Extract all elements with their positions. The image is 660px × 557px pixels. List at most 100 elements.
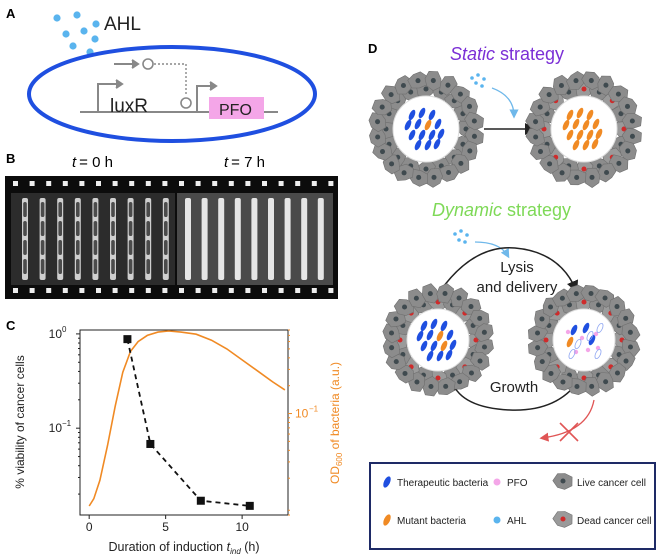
sprocket-hole xyxy=(146,181,151,186)
cell-nucleus xyxy=(416,175,421,180)
sprocket-hole xyxy=(212,181,217,186)
cell-nucleus xyxy=(589,384,594,389)
legend-live: Live cancer cell xyxy=(577,478,646,489)
cell-nucleus xyxy=(548,371,553,376)
cell-nucleus xyxy=(615,370,620,375)
cell-nucleus xyxy=(423,166,428,171)
sprocket-hole xyxy=(46,181,51,186)
bacterium xyxy=(41,240,45,255)
ahl-arrow-static xyxy=(492,88,514,116)
sprocket-hole xyxy=(96,181,101,186)
tumor-dynamic-left xyxy=(383,284,494,397)
cell-nucleus xyxy=(604,170,609,175)
sprocket-hole xyxy=(262,288,267,293)
bacterium xyxy=(23,202,27,217)
pfo-icon xyxy=(494,479,501,486)
cell-nucleus xyxy=(623,316,628,321)
cell-nucleus xyxy=(472,118,477,123)
sprocket-hole xyxy=(113,288,118,293)
bacterium xyxy=(111,221,115,236)
cell-nucleus xyxy=(625,148,630,153)
cell-nucleus xyxy=(478,359,483,364)
sprocket-hole xyxy=(279,181,284,186)
sprocket-hole xyxy=(30,288,35,293)
sprocket-hole xyxy=(79,181,84,186)
sprocket-hole xyxy=(113,181,118,186)
cell-nucleus xyxy=(603,379,608,384)
cell-nucleus xyxy=(482,330,487,335)
viability-point xyxy=(123,335,131,343)
growth-channel xyxy=(235,198,241,280)
sprocket-hole xyxy=(146,288,151,293)
cell-nucleus xyxy=(402,170,407,175)
cell-nucleus xyxy=(614,304,619,309)
sprocket-hole xyxy=(245,288,250,293)
cell-nucleus xyxy=(414,296,419,301)
cell-nucleus xyxy=(560,516,565,521)
cell-nucleus xyxy=(393,316,398,321)
legend-ahl: AHL xyxy=(507,516,527,527)
cell-nucleus xyxy=(431,78,436,83)
growth-channel xyxy=(301,198,307,280)
growth-channel xyxy=(268,198,274,280)
sprocket-hole xyxy=(79,288,84,293)
sprocket-hole xyxy=(262,181,267,186)
panel-b: B t= 0 h t= 7 h xyxy=(5,151,338,299)
cell-nucleus xyxy=(380,105,385,110)
bacterium xyxy=(146,259,150,274)
legend-mutant: Mutant bacteria xyxy=(397,516,466,527)
cell-nucleus xyxy=(540,359,545,364)
y-left-tick-exp: 0 xyxy=(62,325,67,334)
x-axis-label: Duration of induction tind (h) xyxy=(108,540,259,556)
cell-nucleus xyxy=(375,134,380,139)
growth-channel xyxy=(285,198,291,280)
cell-nucleus xyxy=(630,118,635,123)
cell-nucleus xyxy=(560,170,565,175)
sprocket-hole xyxy=(279,288,284,293)
bacterium xyxy=(129,202,133,217)
cell-nucleus xyxy=(560,478,565,483)
cell-nucleus xyxy=(467,148,472,153)
legend-box xyxy=(370,463,655,549)
cell-nucleus xyxy=(535,330,540,335)
cell-nucleus xyxy=(603,83,608,88)
cell-nucleus xyxy=(431,175,436,180)
tumor-core xyxy=(553,309,615,371)
viability-curve xyxy=(127,339,249,506)
sprocket-hole xyxy=(162,288,167,293)
cell-nucleus xyxy=(428,291,433,296)
bacterium xyxy=(129,221,133,236)
cell-nucleus xyxy=(574,175,579,180)
cell-nucleus xyxy=(458,92,463,97)
y-left-tick-label: 10 xyxy=(49,327,63,341)
bacterium xyxy=(41,259,45,274)
channels-right xyxy=(185,198,324,280)
cell-nucleus xyxy=(394,359,399,364)
sprocket-hole xyxy=(229,288,234,293)
growth-label: Growth xyxy=(490,379,538,396)
time-label-right: t= 7 h xyxy=(224,154,265,171)
cell-nucleus xyxy=(375,119,380,124)
x-tick-label: 0 xyxy=(86,520,93,534)
static-strategy-title: Static strategy xyxy=(450,44,564,64)
cell-nucleus xyxy=(539,316,544,321)
cell-nucleus xyxy=(533,119,538,124)
panel-b-label: B xyxy=(6,151,15,166)
bacterium xyxy=(58,259,62,274)
tumor-static-before xyxy=(369,71,484,187)
y-left-tick-exp: −1 xyxy=(62,419,72,428)
sprocket-hole xyxy=(328,181,333,186)
bacterium xyxy=(146,202,150,217)
cell-nucleus xyxy=(446,170,451,175)
y-right-tick-label: 10 xyxy=(295,407,309,421)
pfo-gene-label: PFO xyxy=(219,102,252,119)
bacterium xyxy=(164,259,168,274)
cell-nucleus xyxy=(616,161,621,166)
sprocket-hole xyxy=(179,288,184,293)
cell-nucleus xyxy=(389,92,394,97)
bacterium xyxy=(41,221,45,236)
viability-point xyxy=(197,497,205,505)
bacterium xyxy=(76,202,80,217)
sprocket-hole xyxy=(196,181,201,186)
